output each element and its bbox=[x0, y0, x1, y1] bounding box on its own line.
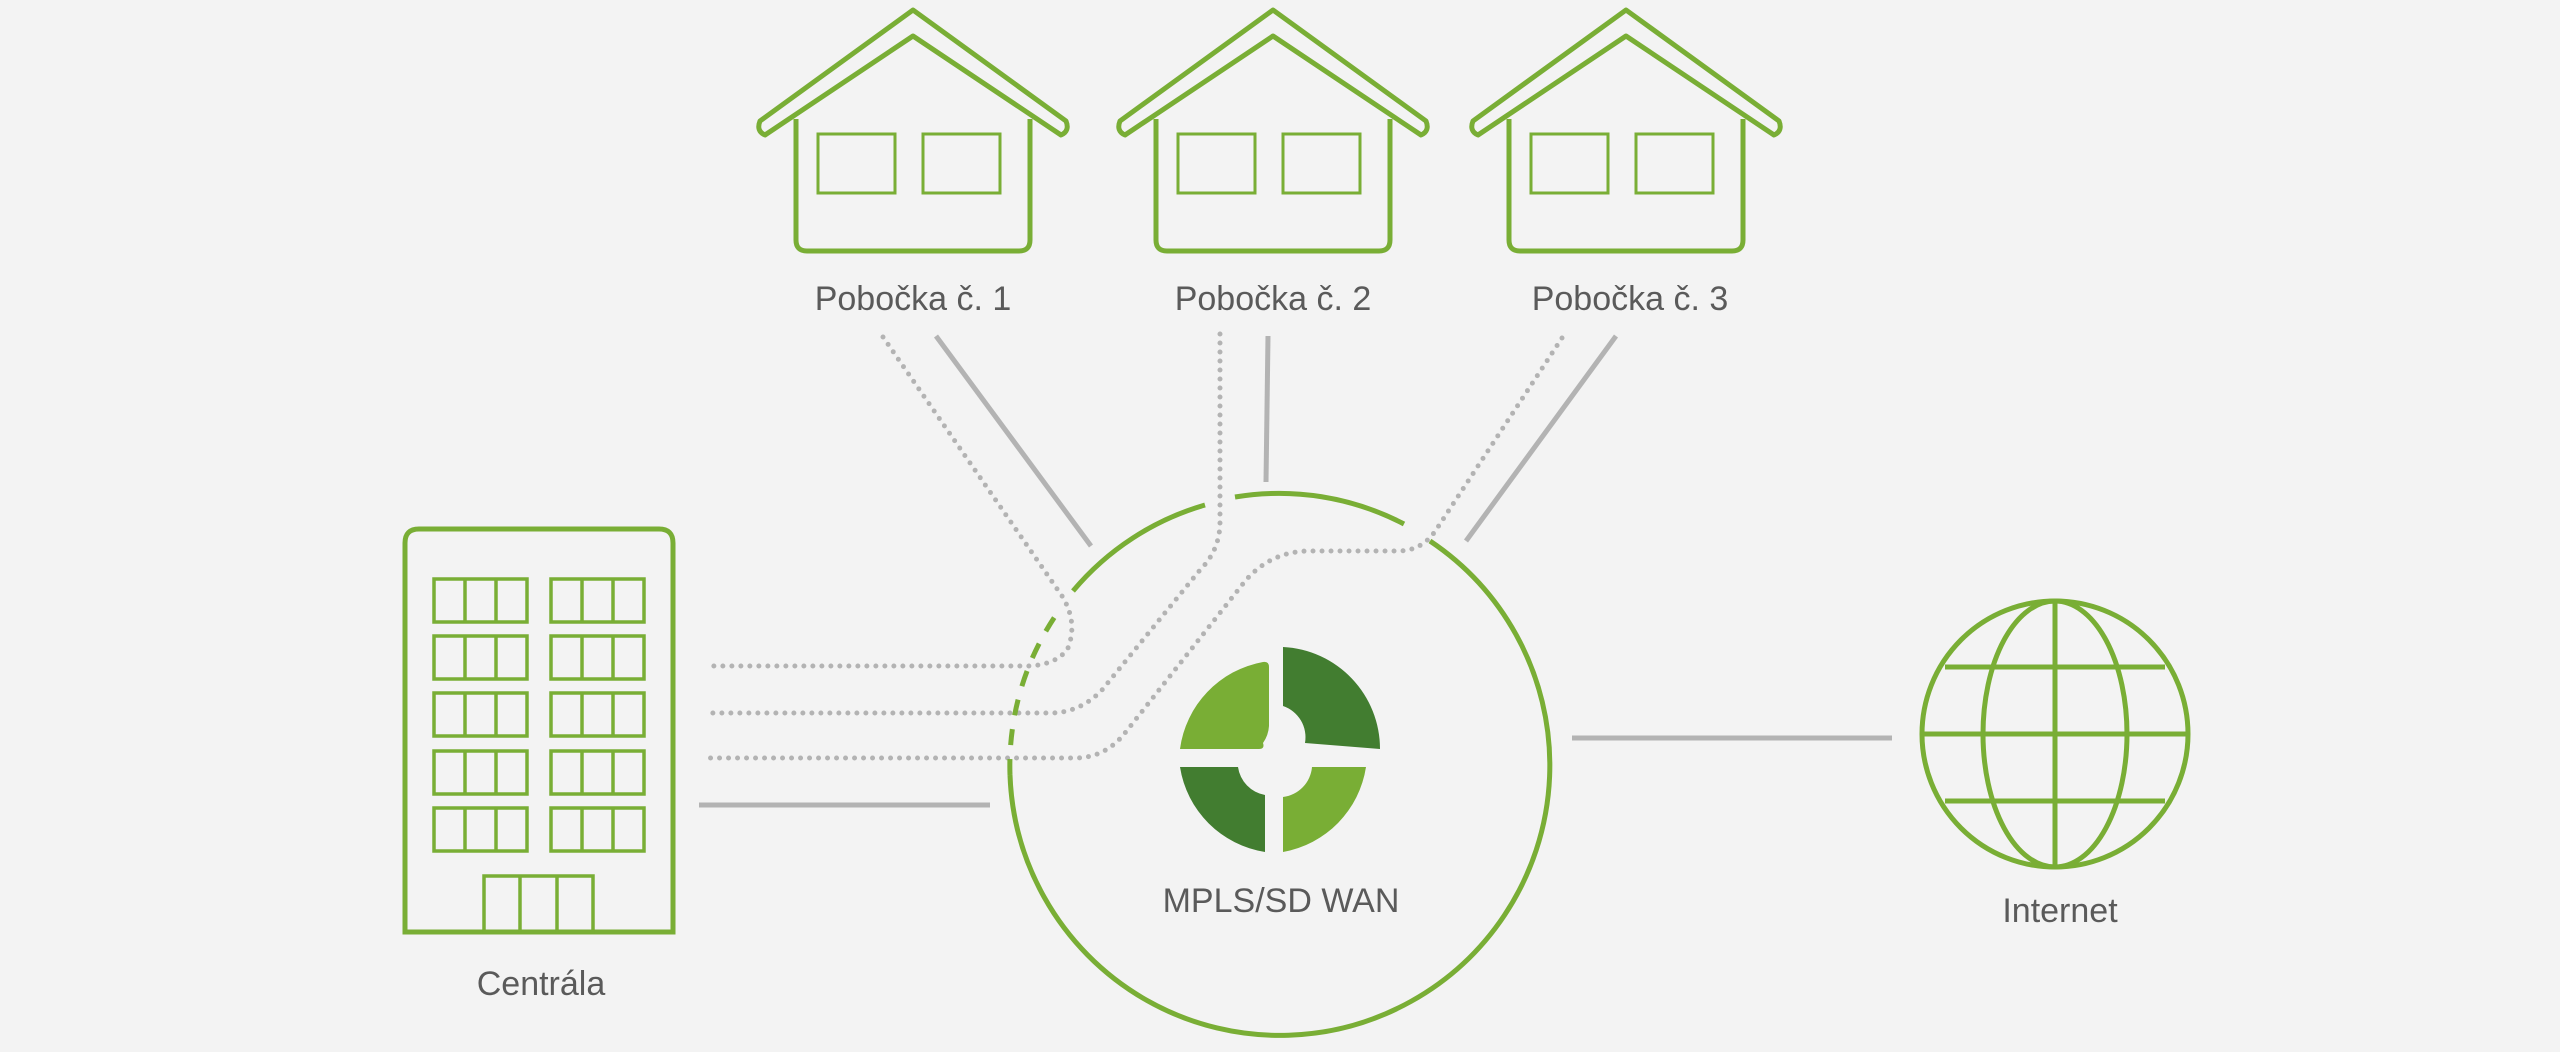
building-window-group bbox=[549, 749, 646, 796]
headquarters-label: Centrála bbox=[477, 965, 606, 1003]
house-icon bbox=[1469, 7, 1783, 254]
branch-2-label: Pobočka č. 2 bbox=[1175, 280, 1372, 318]
building-window-group bbox=[549, 806, 646, 853]
branch-2: Pobočka č. 2 bbox=[1116, 7, 1430, 318]
branch-3: Pobočka č. 3 bbox=[1469, 7, 1783, 318]
branch-2-dotted-route bbox=[702, 331, 1223, 716]
branch-1: Pobočka č. 1 bbox=[756, 7, 1070, 318]
internet: Internet bbox=[1919, 598, 2191, 930]
headquarters: Centrála bbox=[402, 526, 676, 1003]
building-window-group bbox=[549, 577, 646, 624]
branch-3-dotted-route bbox=[707, 335, 1565, 761]
branch-3-label: Pobočka č. 3 bbox=[1532, 280, 1729, 318]
building-window-group bbox=[549, 691, 646, 738]
building-window-group bbox=[549, 634, 646, 681]
connectors bbox=[699, 331, 1892, 808]
branch-1-label: Pobočka č. 1 bbox=[815, 280, 1012, 318]
branch-3-solid-link bbox=[1463, 334, 1619, 543]
building-window-group bbox=[432, 806, 529, 853]
building-window-group bbox=[432, 634, 529, 681]
network-logo-icon bbox=[1180, 647, 1380, 852]
globe-icon bbox=[1919, 598, 2191, 870]
building-window-group bbox=[432, 577, 529, 624]
office-building-icon bbox=[402, 526, 676, 935]
internet-label: Internet bbox=[2002, 892, 2118, 930]
branch-1-dotted-route bbox=[702, 334, 1075, 669]
mpls-sd-wan: MPLS/SD WAN bbox=[1007, 490, 1553, 1038]
building-window-group bbox=[432, 749, 529, 796]
building-window-group bbox=[432, 691, 529, 738]
network-ring bbox=[1007, 490, 1553, 1038]
house-icon bbox=[756, 7, 1070, 254]
branch-2-solid-link bbox=[1263, 335, 1271, 483]
branch-1-solid-link bbox=[933, 334, 1094, 548]
house-icon bbox=[1116, 7, 1430, 254]
network-label: MPLS/SD WAN bbox=[1163, 882, 1400, 920]
